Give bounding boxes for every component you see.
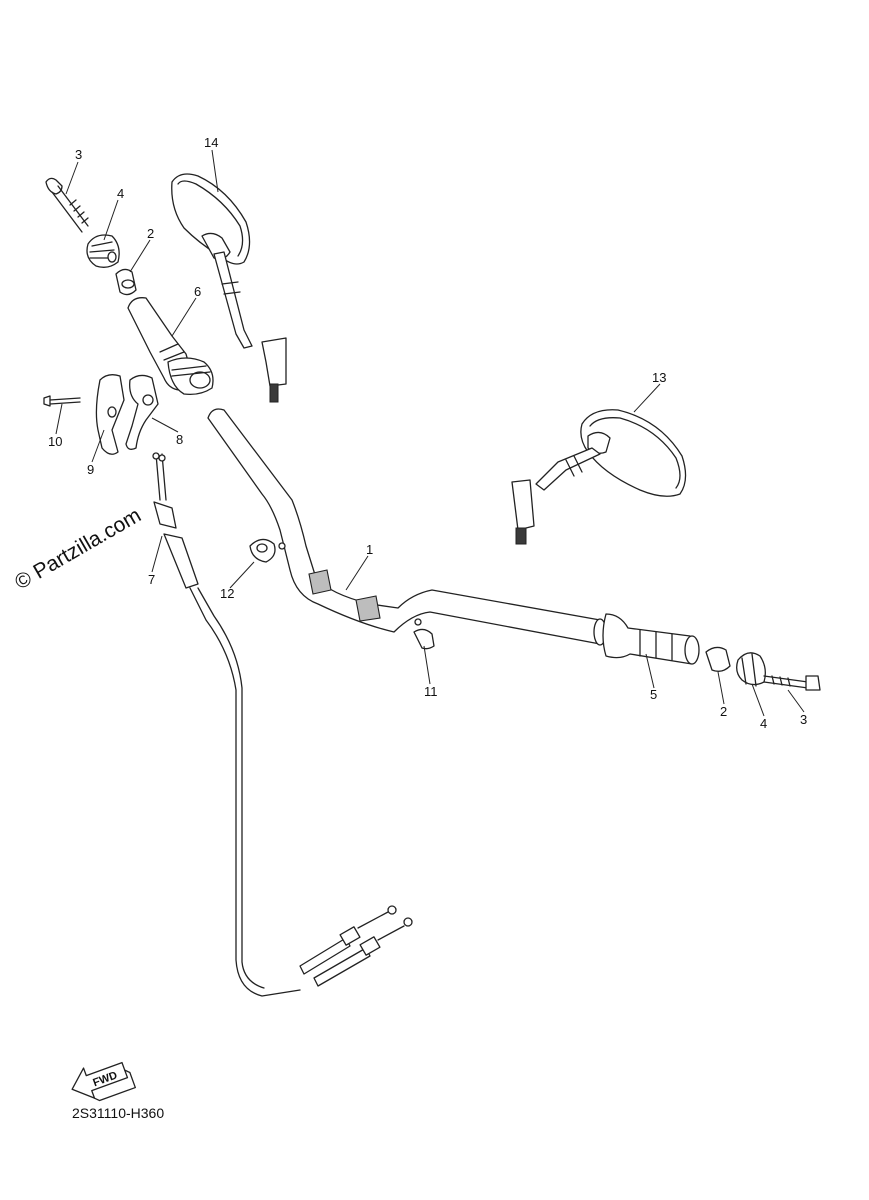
callout-4-right: 4	[760, 716, 767, 731]
callout-8: 8	[176, 432, 183, 447]
callout-3-right: 3	[800, 712, 807, 727]
cable-clamp[interactable]	[249, 538, 286, 563]
callout-12: 12	[220, 586, 234, 601]
callout-11: 11	[424, 684, 438, 699]
callout-2-left: 2	[147, 226, 154, 241]
callout-2-right: 2	[720, 704, 727, 719]
watermark-text: © Partzilla.com	[11, 504, 145, 595]
handlebar[interactable]	[207, 408, 607, 646]
wire-clip[interactable]	[413, 618, 435, 650]
callout-1: 1	[366, 542, 373, 557]
mirror-right[interactable]	[511, 409, 687, 545]
fwd-arrow-icon: FWD	[71, 1061, 136, 1102]
throttle-housing-lower[interactable]	[95, 374, 125, 455]
callout-3-left: 3	[75, 147, 82, 162]
callout-6: 6	[194, 284, 201, 299]
grip-end-collar-left[interactable]	[115, 268, 137, 296]
callout-5: 5	[650, 687, 657, 702]
callout-4-left: 4	[117, 186, 124, 201]
callout-13: 13	[652, 370, 666, 385]
leader-lines	[55, 149, 805, 717]
mirror-left[interactable]	[171, 173, 287, 403]
grip-right[interactable]	[602, 613, 700, 665]
throttle-cable[interactable]	[152, 452, 413, 997]
bolt-right[interactable]	[763, 675, 821, 691]
callout-labels: 14 3 4 2 6 10 9 8 7 12 1 13 11 5 2 4 3	[48, 135, 807, 731]
callout-7: 7	[148, 572, 155, 587]
diagram-code: 2S31110-H360	[72, 1105, 164, 1121]
throttle-grip[interactable]	[127, 297, 214, 396]
grip-end-weight-right[interactable]	[736, 652, 766, 687]
bolt-left[interactable]	[45, 177, 89, 233]
callout-9: 9	[87, 462, 94, 477]
throttle-housing-upper[interactable]	[125, 374, 159, 450]
screw-left-housing[interactable]	[43, 395, 81, 407]
grip-end-collar-right[interactable]	[705, 646, 731, 672]
callout-14: 14	[204, 135, 218, 150]
callout-10: 10	[48, 434, 62, 449]
grip-end-weight-left[interactable]	[86, 234, 120, 268]
